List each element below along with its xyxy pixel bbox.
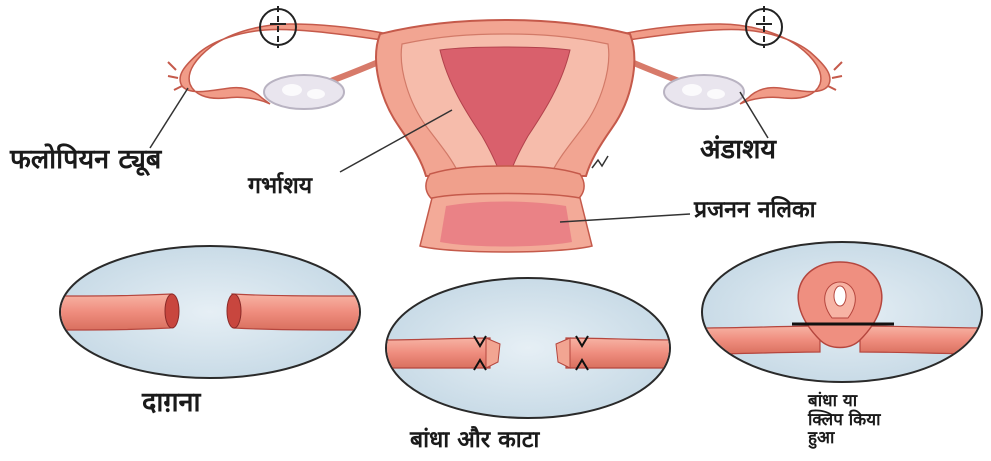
method-tied-cut-illustration [380, 278, 680, 418]
label-uterus: गर्भाशय [248, 174, 312, 199]
label-ovary: अंडाशय [700, 135, 776, 165]
method-burned-illustration [58, 246, 362, 378]
label-method-tied-cut: बांधा और काटा [410, 428, 539, 453]
label-fallopian-tube: फलोपियन ट्यूब [10, 145, 161, 175]
label-method-burned: दाग़ना [142, 388, 201, 418]
label-method-clipped: बांधा या क्लिप किया हुआ [808, 392, 948, 448]
label-method-clipped-line-2: क्लिप किया [808, 411, 948, 430]
label-method-clipped-line-1: बांधा या [808, 392, 948, 411]
left-ovary [264, 75, 344, 109]
label-method-clipped-line-3: हुआ [808, 429, 948, 448]
right-ovary [664, 75, 744, 109]
label-vagina: प्रजनन नलिका [694, 198, 816, 223]
method-clipped-illustration [700, 242, 990, 382]
